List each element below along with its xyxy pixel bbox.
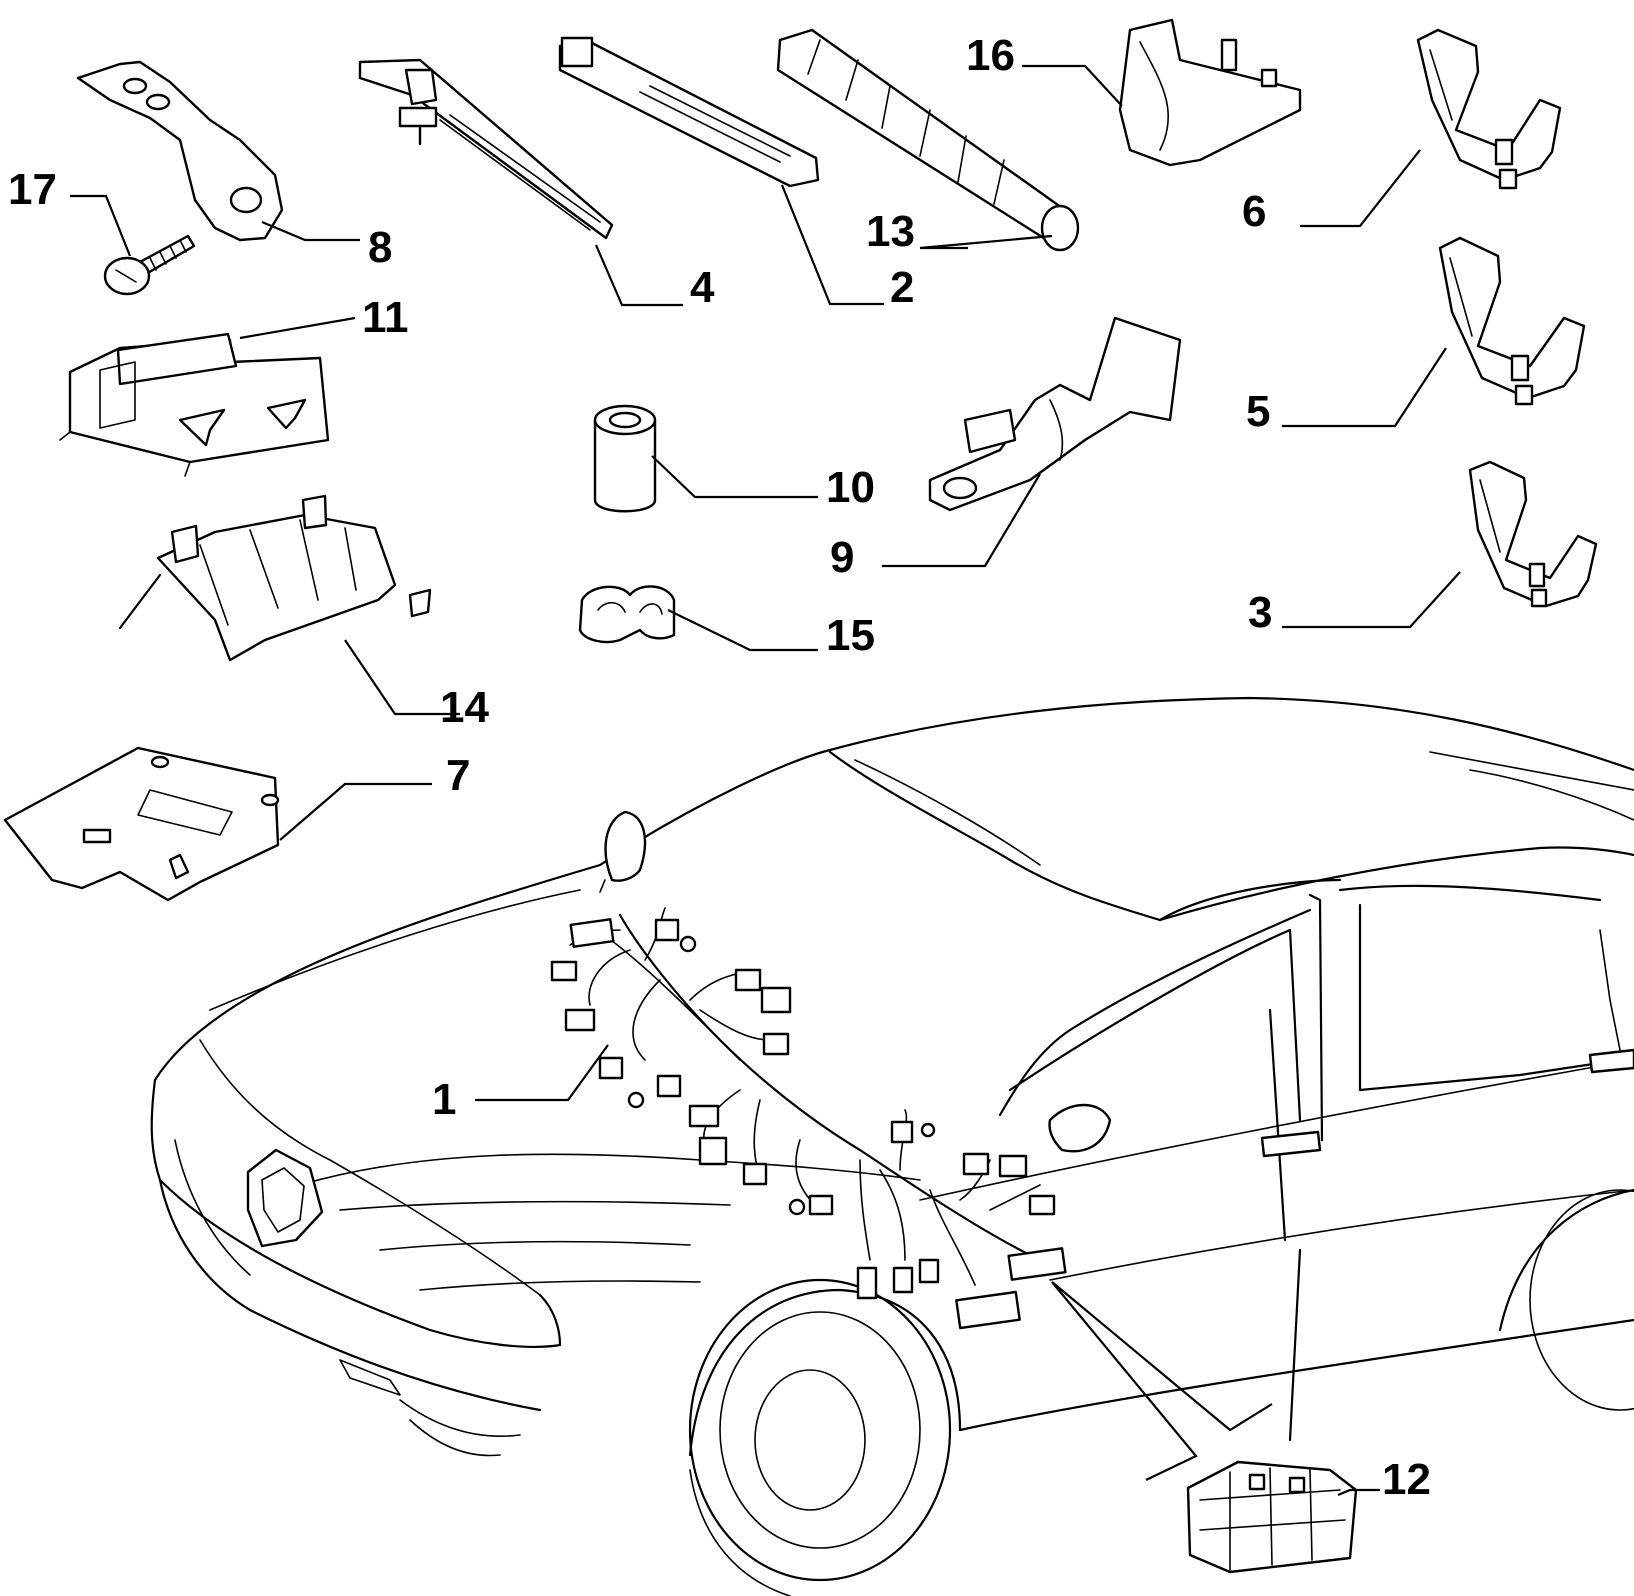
callout-12: 12 [1382,1455,1431,1504]
callout-16: 16 [966,31,1015,80]
callout-5: 5 [1246,387,1270,436]
callout-8: 8 [368,223,392,272]
part-13-spiral-conduit [776,28,1080,252]
part-17-screw [103,234,196,296]
part-6-spring-clip [1416,28,1562,190]
callout-10: 10 [826,463,875,512]
part-16-holder-clip [1118,18,1302,167]
part-14-bracket [118,494,432,662]
car-body-outline [150,696,1634,1596]
callout-13: 13 [866,207,915,256]
part-7-cover-plate [3,746,280,902]
part-3-spring-clip [1468,460,1598,608]
part-12-relay-box [1186,1460,1358,1574]
callout-17: 17 [8,165,57,214]
part-9-mounting-bracket [928,316,1182,512]
part-2-cable-tie [558,36,820,188]
callout-11: 11 [362,293,409,342]
callout-2: 2 [890,263,914,312]
wiring-harness [550,907,1067,1330]
callout-4: 4 [690,263,715,312]
part-11-connector-block [59,332,330,477]
callout-15: 15 [826,611,875,660]
part-8-bracket [76,60,284,242]
callout-9: 9 [830,533,854,582]
leader-lines [70,64,1461,1497]
part-5-spring-clip [1438,236,1586,406]
callout-labels: 17 8 11 4 2 13 16 6 5 3 10 9 15 14 7 1 1… [8,31,1431,1504]
part-10-sleeve [593,404,657,513]
callout-7: 7 [446,751,470,800]
part-4-cable-tie [358,58,614,240]
part-15-double-clip [578,585,676,644]
callout-14: 14 [440,683,489,732]
callout-3: 3 [1248,588,1272,637]
callout-1: 1 [432,1075,456,1124]
callout-6: 6 [1242,187,1266,236]
